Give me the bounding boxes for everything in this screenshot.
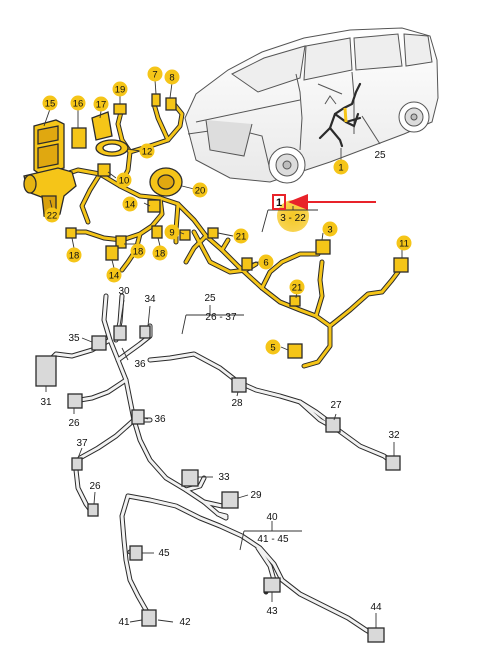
callout-n34: 34	[144, 294, 156, 305]
callout-label-3: 3	[327, 225, 332, 236]
callout-n25b: 25	[204, 293, 216, 304]
highlight-box	[272, 194, 286, 210]
callout-circle-16	[70, 95, 86, 111]
callout-n27: 27	[330, 400, 342, 411]
callout-n42: 42	[179, 617, 191, 628]
callout-range_41_45: 41 - 45	[257, 534, 289, 545]
callout-n35: 35	[68, 333, 80, 344]
callout-label-21a: 21	[236, 232, 247, 243]
callout-circle-21a	[233, 228, 249, 244]
callout-circle-7	[147, 66, 163, 82]
harness-components	[23, 93, 409, 359]
callout-circle-22	[44, 207, 60, 223]
highlight-range-label: 3 - 22	[280, 213, 306, 224]
callout-label-7: 7	[152, 70, 157, 81]
callout-range_26_37: 26 - 37	[205, 312, 237, 323]
callout-label-8: 8	[169, 73, 174, 84]
callout-n30: 30	[118, 286, 130, 297]
callout-label-9: 9	[169, 228, 174, 239]
callout-label-18b: 18	[133, 247, 144, 258]
callout-n44: 44	[370, 602, 382, 613]
callout-label-18c: 18	[155, 249, 166, 260]
callout-n43: 43	[266, 606, 278, 617]
callout-label-14a: 14	[125, 200, 136, 211]
car-interior-harness	[318, 82, 362, 148]
callout-label-15: 15	[45, 99, 56, 110]
callout-n45: 45	[158, 548, 170, 559]
callout-circle-6	[258, 254, 274, 270]
callout-circle-10	[116, 172, 132, 188]
callout-circle-1	[333, 159, 349, 175]
callout-circle-8	[164, 69, 180, 85]
callout-label-6: 6	[263, 258, 268, 269]
callout-label-11: 11	[399, 239, 409, 250]
callout-n29: 29	[250, 490, 262, 501]
callout-label-18a: 18	[69, 251, 80, 262]
callout-label-10: 10	[119, 176, 130, 187]
callout-circle-17	[93, 96, 109, 112]
callout-circle-14a	[122, 196, 138, 212]
callout-n31: 31	[40, 397, 52, 408]
callout-label-19: 19	[115, 85, 126, 96]
yellow-callouts: 15 16 17 19 7 8 12 10 14 20 22 18 18 18 14 9 21 6 21 3 11 5 1	[42, 66, 412, 355]
callout-label-17: 17	[96, 100, 107, 111]
callout-n26b: 26	[89, 481, 101, 492]
callout-circle-12	[139, 143, 155, 159]
callout-circle-19	[112, 81, 128, 97]
callout-circle-18a	[66, 247, 82, 263]
callout-circle-11	[396, 235, 412, 251]
callout-n41: 41	[118, 617, 130, 628]
callout-label-14b: 14	[109, 271, 120, 282]
callout-circle-15	[42, 95, 58, 111]
callout-circle-20	[192, 182, 208, 198]
highlight-box-label: 1	[276, 197, 282, 209]
callout-circle-3	[322, 221, 338, 237]
callout-n26a: 26	[68, 418, 80, 429]
callout-circle-21b	[289, 279, 305, 295]
callout-n28: 28	[231, 398, 243, 409]
car-illustration	[184, 27, 439, 184]
callout-label-21b: 21	[292, 283, 303, 294]
rear-connectors	[35, 325, 401, 643]
callout-label-1: 1	[338, 163, 343, 174]
callout-circle-14b	[106, 267, 122, 283]
callout-n25a: 25	[374, 150, 386, 161]
callout-n32: 32	[388, 430, 400, 441]
leader-lines	[43, 79, 403, 628]
callout-label-16: 16	[73, 99, 84, 110]
callout-label-22: 22	[47, 211, 58, 222]
callout-label-12: 12	[142, 147, 153, 158]
callout-n36a: 36	[134, 359, 146, 370]
callout-n37: 37	[76, 438, 88, 449]
callout-n36b: 36	[154, 414, 166, 425]
callout-circle-18b	[130, 243, 146, 259]
callout-label-20: 20	[195, 186, 206, 197]
callout-circle-9	[164, 224, 180, 240]
callout-label-5: 5	[270, 343, 275, 354]
callout-n33: 33	[218, 472, 230, 483]
callout-n40: 40	[266, 512, 278, 523]
callout-circle-18c	[152, 245, 168, 261]
callout-circle-5	[265, 339, 281, 355]
